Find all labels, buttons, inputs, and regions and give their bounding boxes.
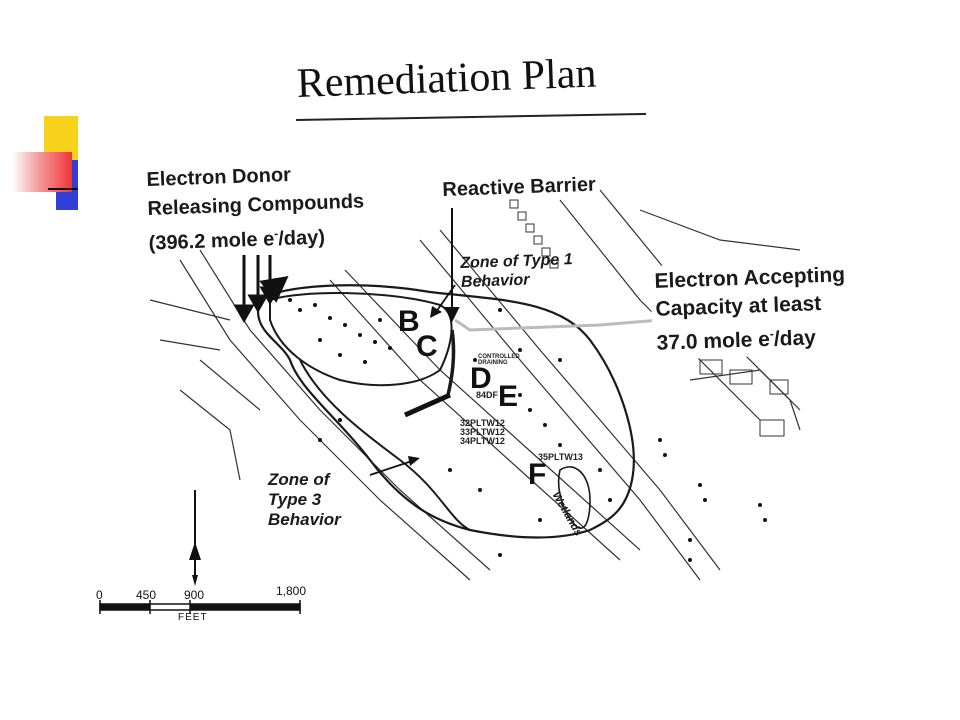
zone1-label-line1: Zone of Type 1 (460, 251, 573, 272)
accept-label-line3: 37.0 mole e-/day (656, 326, 817, 355)
north-arrow (189, 490, 201, 586)
zone1-label: Zone of Type 1 Behavior (460, 250, 574, 292)
zone3-label: Zone of Type 3 Behavior (268, 470, 341, 530)
scale-tick-0: 0 (96, 588, 103, 602)
wetlands-lobe (557, 466, 591, 529)
zone3-label-line1: Zone of (268, 470, 330, 489)
plume-boundary (257, 284, 635, 539)
donor-label: Electron Donor Releasing Compounds (396.… (146, 158, 366, 258)
reactive-barrier-line (454, 318, 661, 332)
monitoring-wells (288, 298, 767, 562)
barrier-arrow (444, 208, 460, 323)
flow-arrow (403, 392, 452, 418)
deco-red-block (12, 152, 72, 192)
well-label-controlled-draining: CONTROLLED DRAINING (478, 354, 520, 366)
scale-bar (99, 600, 301, 614)
zone3-label-line3: Behavior (268, 510, 341, 529)
zone-letter-e: E (498, 380, 519, 413)
zone3-label-line2: Type 3 (268, 490, 322, 509)
accept-label: Electron Accepting Capacity at least 37.… (650, 258, 854, 360)
well-label-33pltw12: 33PLTW12 (460, 427, 505, 437)
zone3-boundary (299, 359, 471, 531)
scale-tick-1800: 1,800 (276, 584, 307, 598)
scale-tick-900: 900 (184, 588, 205, 602)
zone1-label-line2: Behavior (460, 271, 530, 291)
well-label-84df: 84DF (476, 390, 499, 400)
barrier-path (446, 329, 456, 396)
zone-letter-c: C (416, 330, 438, 363)
well-label-34pltw12: 34PLTW12 (460, 436, 505, 446)
donor-arrows (233, 255, 289, 324)
zone-letter-b: B (398, 305, 420, 338)
deco-line (48, 188, 78, 190)
scale-tick-450: 450 (136, 588, 157, 602)
zone1-arrow (435, 284, 456, 313)
zone-letter-d: D (470, 362, 492, 395)
zone-letter-f: F (528, 458, 547, 491)
well-label-35pltw13: 35PLTW13 (538, 452, 583, 462)
scale-unit: FEET (178, 612, 208, 623)
inner-zone-boundary (269, 292, 453, 387)
zone3-arrow (369, 459, 416, 476)
well-label-32pltw12: 32PLTW12 (460, 418, 505, 428)
